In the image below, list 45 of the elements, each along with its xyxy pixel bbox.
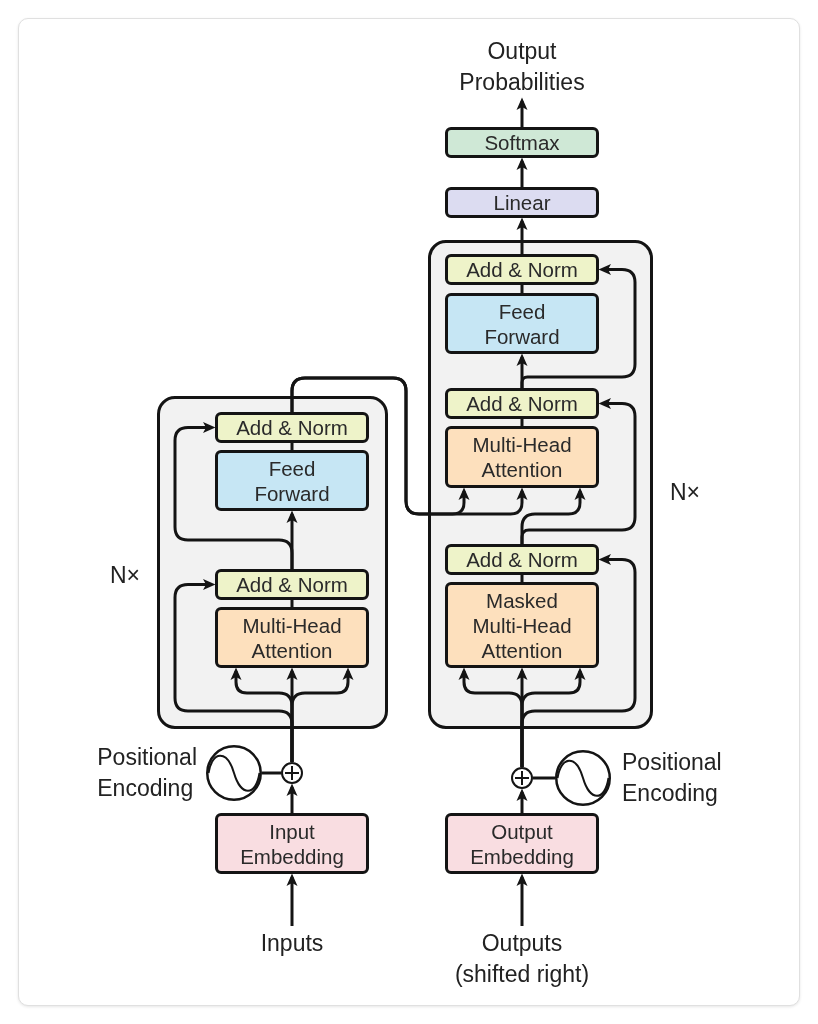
- process-box: Feed Forward: [445, 293, 599, 354]
- process-box: Softmax: [445, 127, 599, 158]
- process-box: Add & Norm: [445, 544, 599, 575]
- node-caption: Positional Encoding: [622, 748, 722, 808]
- process-box: Add & Norm: [215, 569, 369, 600]
- arrow: [516, 788, 528, 813]
- process-box: Multi-Head Attention: [445, 426, 599, 488]
- layer-stack-panel: [428, 240, 653, 729]
- connector-line: [520, 419, 524, 426]
- arrow: [520, 264, 637, 388]
- arrow: [173, 422, 294, 569]
- layer-stack-panel: [157, 396, 388, 729]
- arrow: [286, 873, 298, 926]
- connector-line: [520, 285, 524, 293]
- arrow: [516, 873, 528, 926]
- connector-line: [290, 600, 294, 607]
- io-label: Output Probabilities: [456, 36, 588, 98]
- node-caption: Positional Encoding: [97, 743, 197, 803]
- sine-wave-symbol: [206, 745, 262, 801]
- connector-line: [262, 771, 281, 775]
- sine-wave-symbol: [555, 750, 611, 806]
- arrow: [520, 554, 637, 767]
- process-box: Add & Norm: [215, 412, 369, 443]
- io-label: Outputs (shifted right): [450, 926, 594, 992]
- process-box: Masked Multi-Head Attention: [445, 582, 599, 668]
- process-box: Output Embedding: [445, 813, 599, 874]
- process-box: Add & Norm: [445, 254, 599, 285]
- process-box: Input Embedding: [215, 813, 369, 874]
- arrow: [520, 398, 637, 544]
- arrow: [290, 376, 528, 516]
- io-label: Inputs: [257, 926, 327, 960]
- node-caption: N×: [670, 478, 701, 507]
- process-box: Multi-Head Attention: [215, 607, 369, 668]
- connector-line: [290, 443, 294, 450]
- arrow: [516, 97, 528, 127]
- connector-line: [533, 776, 555, 780]
- connector-line: [520, 575, 524, 582]
- process-box: Linear: [445, 187, 599, 218]
- arrow: [516, 157, 528, 187]
- process-box: Add & Norm: [445, 388, 599, 419]
- arrow: [286, 783, 298, 813]
- arrow: [173, 579, 294, 762]
- node-caption: N×: [109, 561, 140, 590]
- process-box: Feed Forward: [215, 450, 369, 511]
- arrow: [516, 217, 528, 254]
